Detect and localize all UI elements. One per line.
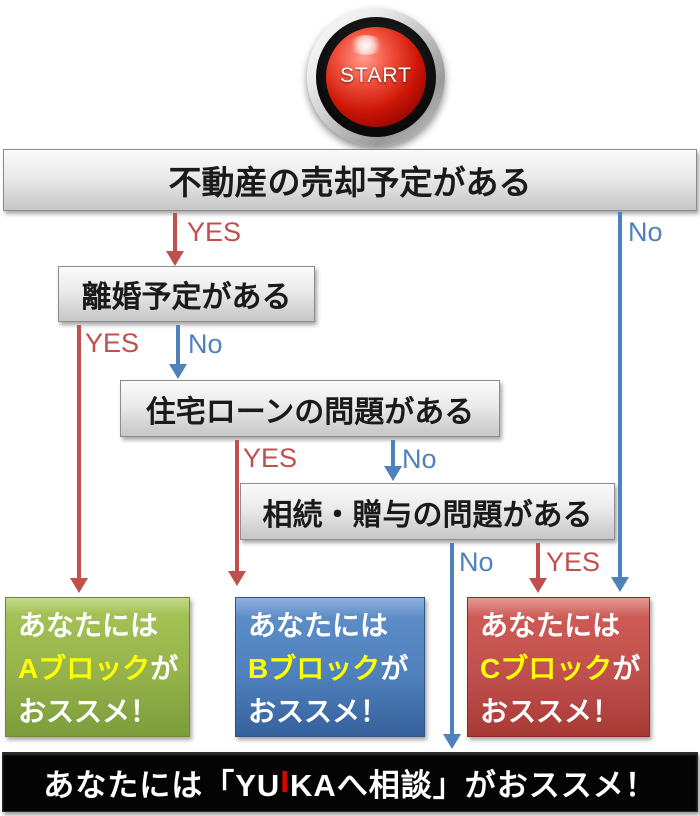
edge-label-no-q3: No (402, 444, 437, 474)
question-box-loan: 住宅ローンの問題がある (120, 380, 500, 437)
edge-label-yes-q1: YES (187, 217, 242, 247)
arrow-line-yes-q3 (235, 440, 239, 572)
question-box-divorce: 離婚予定がある (58, 266, 315, 322)
question-box-inheritance: 相続・贈与の問題がある (240, 483, 615, 540)
result-c-line3: おススメ！ (480, 696, 621, 727)
result-a-suffix: が (150, 653, 179, 684)
result-b-line1: あなたには (248, 610, 389, 641)
footer-text-accent: I (280, 764, 290, 799)
arrow-line-yes-q2 (77, 325, 81, 579)
arrow-head-no-q4-icon (443, 734, 461, 749)
question-box-sale: 不動産の売却予定がある (3, 149, 697, 211)
result-c-line2: Cブロックが (480, 647, 649, 690)
arrow-line-no-q2 (176, 325, 180, 365)
arrow-head-yes-q4-icon (529, 578, 547, 593)
arrow-line-no-q3 (391, 440, 395, 467)
edge-label-no-q1: No (628, 217, 663, 247)
result-a-line2: Aブロックが (18, 647, 189, 690)
result-block-b: あなたには Bブロックが おススメ！ (235, 597, 425, 737)
arrow-head-no-q2-icon (169, 364, 187, 379)
result-b-suffix: が (380, 653, 409, 684)
result-c-highlight: Cブロック (480, 653, 613, 684)
start-button-gloss (349, 35, 383, 55)
footer-text-pre: あなたには「YU (43, 767, 281, 803)
arrow-head-no-q3-icon (384, 466, 402, 481)
result-b-line2: Bブロックが (248, 647, 424, 690)
arrow-line-yes-q4 (536, 543, 540, 579)
result-block-c: あなたには Cブロックが おススメ！ (467, 597, 650, 737)
edge-label-no-q4: No (459, 547, 494, 577)
result-block-a: あなたには Aブロックが おススメ！ (5, 597, 190, 737)
result-a-highlight: Aブロック (18, 653, 151, 684)
arrow-head-yes-q2-icon (70, 578, 88, 593)
footer-text-post: KAへ相談」がおススメ！ (289, 767, 657, 803)
edge-label-yes-q4: YES (546, 547, 601, 577)
edge-label-yes-q3: YES (243, 443, 298, 473)
result-b-line3: おススメ！ (248, 696, 389, 727)
result-b-highlight: Bブロック (248, 653, 381, 684)
result-c-line1: あなたには (480, 610, 621, 641)
result-a-line3: おススメ！ (18, 696, 159, 727)
start-button: START (307, 8, 445, 146)
arrow-line-no-q4 (450, 543, 454, 735)
edge-label-yes-q2: YES (85, 328, 140, 358)
edge-label-no-q2: No (188, 329, 223, 359)
arrow-head-yes-q1-icon (166, 251, 184, 266)
start-button-label: START (340, 64, 412, 87)
result-a-line1: あなたには (18, 610, 159, 641)
arrow-line-yes-q1 (173, 213, 177, 252)
arrow-line-no-q1 (618, 212, 622, 578)
arrow-head-yes-q3-icon (228, 571, 246, 586)
result-c-suffix: が (612, 653, 641, 684)
arrow-head-no-q1-icon (611, 577, 629, 592)
